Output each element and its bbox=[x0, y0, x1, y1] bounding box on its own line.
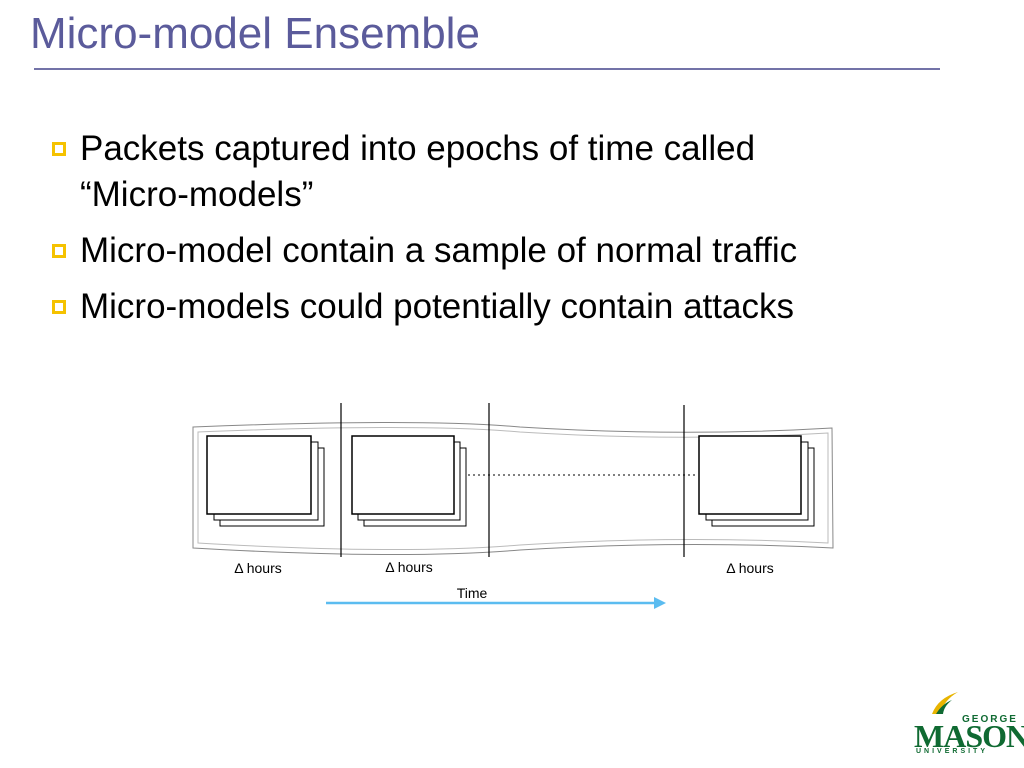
flame-icon bbox=[932, 692, 958, 714]
bullet-text: Packets captured into epochs of time cal… bbox=[80, 129, 756, 168]
bullet-item: Packets captured into epochs of time cal… bbox=[52, 126, 952, 218]
time-label: Time bbox=[457, 585, 488, 601]
epoch-label: Δ hours bbox=[234, 560, 282, 576]
packet-stack bbox=[351, 435, 467, 527]
time-arrow-head-icon bbox=[654, 597, 666, 609]
bullet-text: Micro-models could potentially contain a… bbox=[80, 287, 794, 326]
packet-stack bbox=[698, 435, 815, 527]
bullet-text-continuation: “Micro-models” bbox=[80, 175, 314, 214]
logo-george-text: GEORGE bbox=[962, 714, 1018, 725]
square-bullet-icon bbox=[52, 300, 66, 314]
square-bullet-icon bbox=[52, 244, 66, 258]
bullet-text: Micro-model contain a sample of normal t… bbox=[80, 231, 798, 270]
packet-stack bbox=[206, 435, 325, 527]
logo-university-text: UNIVERSITY bbox=[916, 748, 989, 755]
bullet-list: Packets captured into epochs of time cal… bbox=[52, 126, 952, 340]
traffic-band-inner bbox=[197, 427, 829, 551]
square-bullet-icon bbox=[52, 142, 66, 156]
title-divider bbox=[34, 68, 940, 70]
slide-title: Micro-model Ensemble bbox=[30, 9, 480, 58]
george-mason-logo: GEORGE MASON UNIVERSITY bbox=[910, 688, 1024, 755]
bullet-item: Micro-models could potentially contain a… bbox=[52, 284, 952, 330]
epoch-label: Δ hours bbox=[726, 560, 774, 576]
logo-mason-text: MASON bbox=[914, 718, 1024, 754]
epoch-label: Δ hours bbox=[385, 559, 433, 575]
bullet-item: Micro-model contain a sample of normal t… bbox=[52, 228, 952, 274]
